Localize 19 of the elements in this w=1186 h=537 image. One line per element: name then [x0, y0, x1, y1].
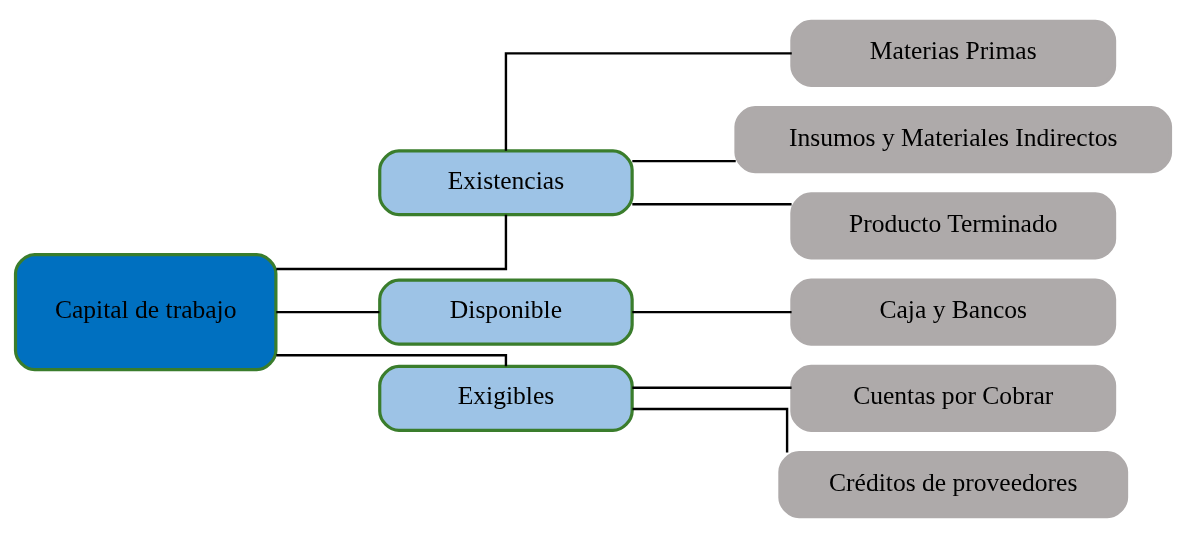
- node-box: Exigibles: [378, 364, 634, 432]
- node-box: Disponible: [378, 278, 634, 346]
- connector: [276, 353, 508, 366]
- node-box: Créditos de proveedores: [778, 450, 1129, 518]
- connector: [632, 386, 792, 389]
- node-box: Existencias: [378, 148, 634, 216]
- node-box: Capital de trabajo: [13, 252, 278, 371]
- node-box: Insumos y Materiales Indirectos: [734, 105, 1173, 173]
- connector: [632, 407, 789, 453]
- node-box: Materias Primas: [790, 19, 1117, 87]
- node-box: Cuentas por Cobrar: [790, 364, 1117, 432]
- connector: [276, 310, 380, 313]
- node-box: Producto Terminado: [790, 191, 1117, 259]
- connector: [276, 214, 508, 270]
- connector: [632, 202, 792, 205]
- connector: [632, 159, 736, 162]
- node-box: Caja y Bancos: [790, 278, 1117, 346]
- connector: [504, 51, 792, 151]
- connector: [632, 310, 792, 313]
